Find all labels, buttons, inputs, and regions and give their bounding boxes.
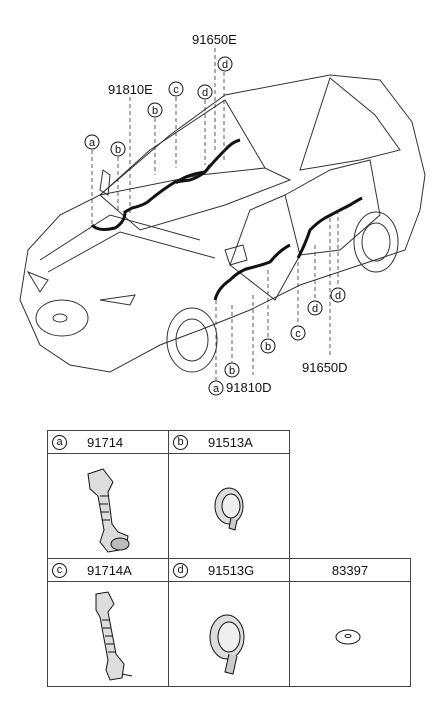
- part-number: 91513A: [208, 434, 253, 450]
- plug-91513G-icon: [209, 614, 245, 675]
- callout-letter-d: d: [335, 290, 341, 302]
- callout-91650D: 91650D: [302, 360, 348, 375]
- harness-rear-right-door: [296, 196, 363, 259]
- front-grille: [35, 299, 89, 337]
- callout-letter-c: c: [173, 84, 179, 96]
- harness-rear-left-door: [175, 138, 241, 185]
- front-wheel: [166, 307, 218, 373]
- part-letter-a: a: [52, 434, 67, 450]
- car-wiring-diagram: 91650E 91810E 91650D 91810D d d c b a b …: [19, 32, 426, 396]
- part-cell-c: c 91714A: [47, 558, 169, 687]
- parts-table: a 91714 b 91513A: [47, 430, 411, 687]
- car-rear-window: [299, 77, 401, 171]
- part-number: 91513G: [208, 562, 255, 578]
- mirror-left: [99, 169, 111, 196]
- part-number: 83397: [331, 562, 369, 578]
- plug-83397-icon: [335, 629, 361, 645]
- car-windshield: [99, 99, 266, 196]
- part-letter-b: b: [173, 434, 188, 450]
- part-number: 91714: [87, 434, 124, 450]
- car-front-door: [229, 194, 301, 301]
- harness-front-left-door: [90, 164, 212, 231]
- hood-line-2: [47, 231, 216, 273]
- car-rear-door: [284, 159, 381, 256]
- callout-letter-d: d: [202, 87, 208, 99]
- front-wheel-hub: [175, 318, 209, 362]
- rear-wheel-hub: [361, 222, 391, 262]
- hood-line: [39, 214, 201, 261]
- part-letter-d: d: [173, 562, 188, 578]
- part-cell-83397: 83397: [289, 558, 411, 687]
- headlamp-left: [26, 270, 49, 293]
- part-letter-c: c: [52, 562, 67, 578]
- part-number: 91714A: [87, 562, 132, 578]
- grommet-91714-icon: [87, 468, 130, 553]
- callout-letter-b: b: [229, 365, 235, 377]
- front-emblem: [52, 313, 68, 323]
- callout-91810E: 91810E: [108, 82, 153, 97]
- car-body-outline: [19, 74, 426, 373]
- grommet-91714A-icon: [95, 591, 133, 681]
- callout-letter-b: b: [265, 341, 271, 353]
- callout-letter-a: a: [89, 137, 96, 149]
- callout-letter-d: d: [222, 59, 228, 71]
- empty-cell: [290, 431, 411, 559]
- harness-front-right-door: [213, 243, 291, 301]
- callout-letter-a: a: [213, 383, 220, 395]
- part-cell-d: d 91513G: [168, 558, 290, 687]
- side-mirror: [224, 244, 248, 266]
- callout-letter-d: d: [312, 303, 318, 315]
- callout-91650E: 91650E: [192, 32, 237, 47]
- callout-letter-b: b: [115, 144, 121, 156]
- callout-letter-b: b: [152, 105, 158, 117]
- part-cell-a: a 91714: [47, 430, 169, 559]
- headlamp-right: [99, 294, 136, 306]
- rear-wheel: [353, 211, 399, 273]
- callout-letter-c: c: [295, 328, 301, 340]
- plug-91513A-icon: [214, 487, 244, 531]
- part-cell-b: b 91513A: [168, 430, 290, 559]
- callout-91810D: 91810D: [226, 380, 272, 395]
